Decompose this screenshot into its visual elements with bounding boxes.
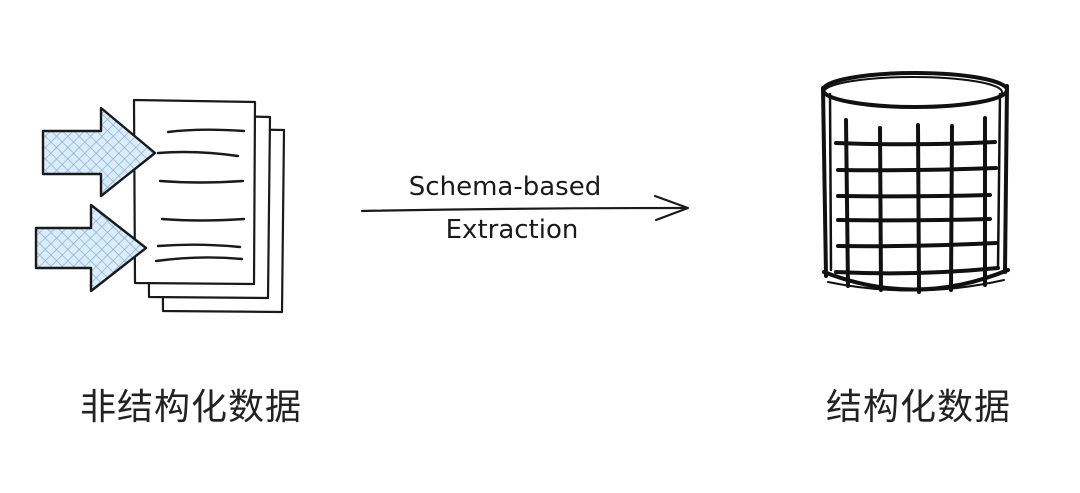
database-grid-icon [821, 71, 1010, 294]
structured-data-label: 结构化数据 [826, 387, 1012, 428]
input-arrow-top-icon [41, 106, 157, 198]
unstructured-data-label: 非结构化数据 [80, 387, 303, 428]
arrow-label-line2: Extraction [446, 215, 579, 245]
input-arrow-bottom-icon [34, 203, 148, 293]
document-text-lines [154, 128, 246, 263]
front-page [132, 98, 257, 286]
extraction-arrow: Schema-based Extraction [360, 172, 690, 245]
arrow-label-line1: Schema-based [409, 172, 601, 202]
document-stack-icon [132, 98, 286, 314]
